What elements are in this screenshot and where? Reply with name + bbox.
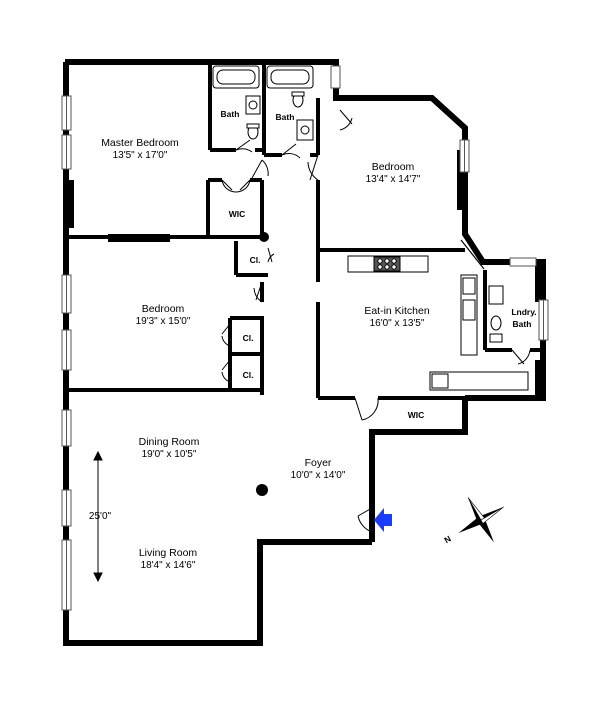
bath-label-1: Bath xyxy=(221,109,240,119)
dining-room-name: Dining Room xyxy=(139,436,200,448)
wic-label-2: WIC xyxy=(408,410,425,420)
foyer-name: Foyer xyxy=(305,457,332,469)
dimension-arrow xyxy=(93,450,103,583)
kitchen-dims: 16'0" x 13'5" xyxy=(370,318,425,329)
overall-dimension-label: 25'0" xyxy=(89,511,112,522)
interior-walls xyxy=(66,62,540,400)
master-bedroom-name: Master Bedroom xyxy=(101,137,179,149)
laundry-label: Lndry. xyxy=(511,307,536,317)
kitchen-glass-partition xyxy=(460,235,489,270)
bedroom-w-dims: 19'3" x 15'0" xyxy=(136,316,191,327)
compass-north-label: N xyxy=(442,534,452,546)
wall-masses xyxy=(66,150,543,496)
bath-label-2: Bath xyxy=(276,112,295,122)
compass-rose-icon xyxy=(458,497,504,543)
laundry-bath-label: Bath xyxy=(513,319,532,329)
foyer-dims: 10'0" x 14'0" xyxy=(291,470,346,481)
fixtures xyxy=(212,65,529,391)
small-labels: Bath Bath WIC WIC Cl. Cl. Cl. Lndry. Bat… xyxy=(221,109,537,545)
wic-label-1: WIC xyxy=(229,209,246,219)
closet-label-3: Cl. xyxy=(243,370,254,380)
kitchen-name: Eat-in Kitchen xyxy=(364,305,430,317)
entry-arrow-icon xyxy=(374,508,392,532)
living-room-name: Living Room xyxy=(139,547,198,559)
bedroom-w-name: Bedroom xyxy=(142,303,185,315)
doors xyxy=(221,109,531,533)
living-room-dims: 18'4" x 14'6" xyxy=(141,560,196,571)
master-bedroom-dims: 13'5" x 17'0" xyxy=(113,150,168,161)
bedroom-ne-dims: 13'4" x 14'7" xyxy=(366,174,421,185)
closet-label-2: Cl. xyxy=(243,333,254,343)
closet-label-1: Cl. xyxy=(250,255,261,265)
column-dot xyxy=(256,484,268,496)
windows xyxy=(61,65,549,611)
room-labels: Master Bedroom 13'5" x 17'0" Bedroom 13'… xyxy=(89,137,430,571)
dining-room-dims: 19'0" x 10'5" xyxy=(142,449,197,460)
bedroom-ne-name: Bedroom xyxy=(372,161,415,173)
